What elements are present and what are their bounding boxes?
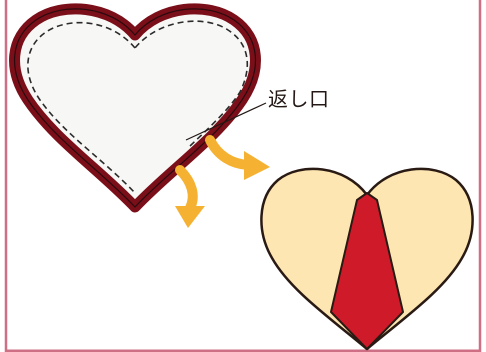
stitch-line [27,20,248,194]
curved-arrow-right-icon [205,135,270,180]
curved-arrow-down-icon [175,165,205,228]
finished-heart-center-panel [330,192,404,350]
finished-heart-icon [260,167,474,351]
stitched-heart-outline [9,3,261,213]
stitched-heart-icon [9,3,261,213]
return-opening-label: 返し口 [268,87,330,111]
frame-border [4,0,482,352]
opening-leader-line [185,102,267,141]
stitched-heart-inner-edge [14,8,256,208]
